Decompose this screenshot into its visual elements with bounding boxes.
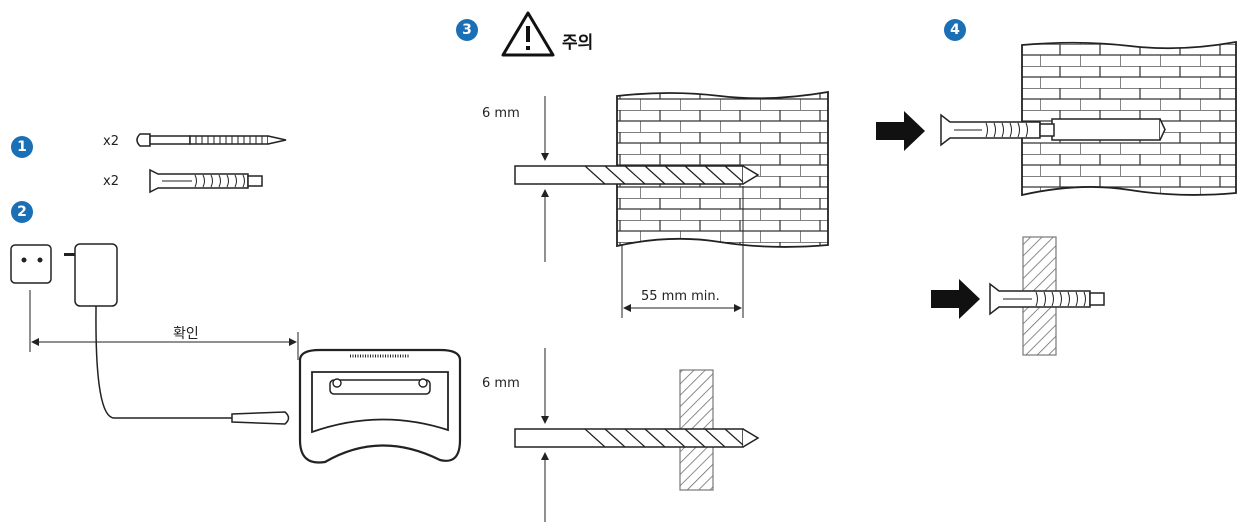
brick-wall-step4 — [1021, 40, 1237, 197]
plug-quantity: x2 — [103, 174, 119, 189]
wall-plug-icon-brick — [940, 113, 1055, 147]
drill-depth-label: 55 mm min. — [641, 289, 720, 304]
drill-bit-wood — [514, 428, 760, 448]
drill-diameter-wood-label: 6 mm — [482, 376, 520, 391]
step-badge-3: 3 — [456, 19, 478, 41]
check-distance-line — [29, 290, 299, 360]
wall-plug-icon — [149, 168, 263, 194]
caution-label: 주의 — [562, 33, 594, 53]
wall-plug-icon-plasterboard — [989, 282, 1105, 316]
step-badge-1: 1 — [11, 136, 33, 158]
depth-dimension — [621, 186, 744, 318]
mounting-bracket-icon — [298, 348, 462, 464]
warning-icon — [501, 11, 555, 57]
drill-bit-brick — [514, 165, 760, 185]
step-badge-4: 4 — [944, 19, 966, 41]
step-badge-2: 2 — [11, 201, 33, 223]
power-socket-icon — [10, 244, 52, 284]
screw-quantity: x2 — [103, 134, 119, 149]
arrow-right-icon — [931, 279, 980, 319]
check-label: 확인 — [173, 326, 199, 342]
arrow-right-icon — [876, 111, 925, 151]
screw-icon — [136, 133, 287, 147]
power-adapter-icon — [64, 243, 290, 425]
drill-diameter-brick-label: 6 mm — [482, 106, 520, 121]
